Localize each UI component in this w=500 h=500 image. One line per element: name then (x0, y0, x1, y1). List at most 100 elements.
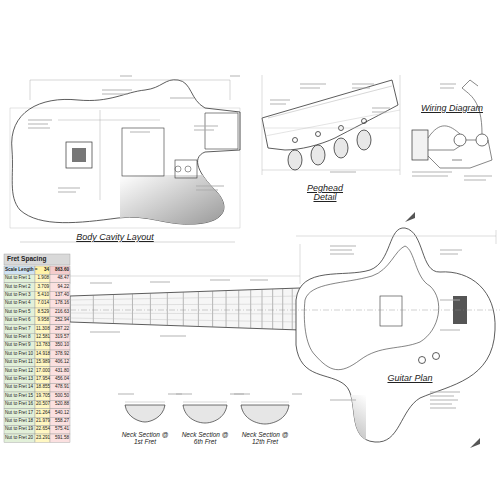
table-cell: 8.529 (35, 310, 50, 315)
table-cell: 5.410 (35, 293, 50, 298)
table-cell-bg (4, 434, 35, 442)
table-cell: 34 (35, 268, 50, 273)
table-cell-bg (4, 358, 35, 366)
table-heading: Fret Spacing (6, 256, 68, 263)
table-cell: 23.291 (35, 436, 50, 441)
table-cell-bg (50, 291, 70, 299)
table-cell: 13.783 (35, 343, 50, 348)
table-cell: 9.958 (35, 318, 50, 323)
table-cell-bg (4, 409, 35, 417)
section-caption: Neck Section @ 1st Fret (121, 432, 169, 446)
table-cell-bg (4, 367, 35, 375)
table-cell-bg (4, 300, 35, 308)
table-cell-bg (50, 384, 70, 392)
table-cell-bg (4, 316, 35, 324)
table-cell: 94.22 (50, 285, 70, 290)
table-cell-bg (35, 409, 50, 417)
fret-line (262, 289, 263, 328)
fret-line (238, 290, 239, 328)
view-title: Body Cavity Layout (55, 233, 175, 242)
table-cell-bg (4, 308, 35, 316)
table-cell: 478.91 (50, 385, 70, 390)
table-cell-bg (35, 316, 50, 324)
view-title: Wiring Diagram (412, 104, 492, 113)
table-cell-bg (35, 367, 50, 375)
table-cell: 591.58 (50, 436, 70, 441)
table-cell: 520.88 (50, 402, 70, 407)
table-cell: 19.705 (35, 394, 50, 399)
table-cell: 863.60 (50, 268, 70, 273)
table-cell-bg (35, 333, 50, 341)
table-cell: 11.308 (35, 327, 50, 332)
view-title: Peghead Detail (300, 184, 350, 203)
table-cell: Nut to Fret 13 (4, 377, 35, 382)
table-cell-bg (35, 434, 50, 442)
fret-line (113, 294, 114, 323)
table-cell-bg (50, 409, 70, 417)
table-cell: Nut to Fret 2 (4, 285, 35, 290)
table-cell: 378.92 (50, 352, 70, 357)
table-cell-bg (4, 325, 35, 333)
table-cell-bg (50, 434, 70, 442)
table-cell-bg (50, 308, 70, 316)
fret-line (250, 290, 251, 329)
table-cell: 406.12 (50, 360, 70, 365)
table-cell-bg (50, 392, 70, 400)
table-cell-bg (50, 325, 70, 333)
table-cell-bg (50, 300, 70, 308)
table-cell-bg (50, 350, 70, 358)
table-cell: Nut to Fret 17 (4, 411, 35, 416)
table-cell-bg (35, 392, 50, 400)
table-cell-bg (35, 375, 50, 383)
fret-line (226, 291, 227, 328)
table-cell: 216.63 (50, 310, 70, 315)
table-cell: 1.908 (35, 276, 50, 281)
table-cell-bg (50, 426, 70, 434)
table-cell: 575.41 (50, 427, 70, 432)
table-cell-bg (35, 291, 50, 299)
table-cell-bg (50, 333, 70, 341)
table-cell-bg (50, 358, 70, 366)
fret-line (167, 293, 168, 326)
table-cell: Nut to Fret 16 (4, 402, 35, 407)
table-cell-bg (4, 350, 35, 358)
table-cell-bg (50, 266, 70, 274)
table-cell-bg (35, 274, 50, 282)
table-cell-bg (35, 400, 50, 408)
table-cell-bg (50, 375, 70, 383)
table-cell: Nut to Fret 3 (4, 293, 35, 298)
table-cell: 12.581 (35, 335, 50, 340)
table-cell-bg (35, 325, 50, 333)
table-cell: 540.12 (50, 411, 70, 416)
table-cell: 17.000 (35, 369, 50, 374)
table-cell-bg (50, 417, 70, 425)
table-cell: Scale Length = (4, 268, 35, 273)
table-cell: Nut to Fret 10 (4, 352, 35, 357)
table-cell: 3.709 (35, 285, 50, 290)
table-cell-bg (4, 375, 35, 383)
table-cell-bg (35, 300, 50, 308)
table-cell: 20.507 (35, 402, 50, 407)
table-cell-bg (50, 316, 70, 324)
table-cell: Nut to Fret 7 (4, 327, 35, 332)
table-cell-bg (35, 426, 50, 434)
table-cell-bg (35, 417, 50, 425)
table-cell: Nut to Fret 1 (4, 276, 35, 281)
table-cell: Nut to Fret 12 (4, 369, 35, 374)
table-cell: 558.27 (50, 419, 70, 424)
table-cell-bg (4, 342, 35, 350)
table-cell-bg (35, 384, 50, 392)
table-cell: 500.50 (50, 394, 70, 399)
table-cell-bg (35, 342, 50, 350)
table-cell: 252.94 (50, 318, 70, 323)
table-cell: Nut to Fret 15 (4, 394, 35, 399)
table-cell-bg (4, 384, 35, 392)
table-cell: 178.16 (50, 301, 70, 306)
table-cell-bg (4, 333, 35, 341)
table-cell: 7.014 (35, 301, 50, 306)
table-cell-bg (50, 342, 70, 350)
table-cell: 15.989 (35, 360, 50, 365)
table-cell-bg (4, 283, 35, 291)
table-cell: 319.57 (50, 335, 70, 340)
